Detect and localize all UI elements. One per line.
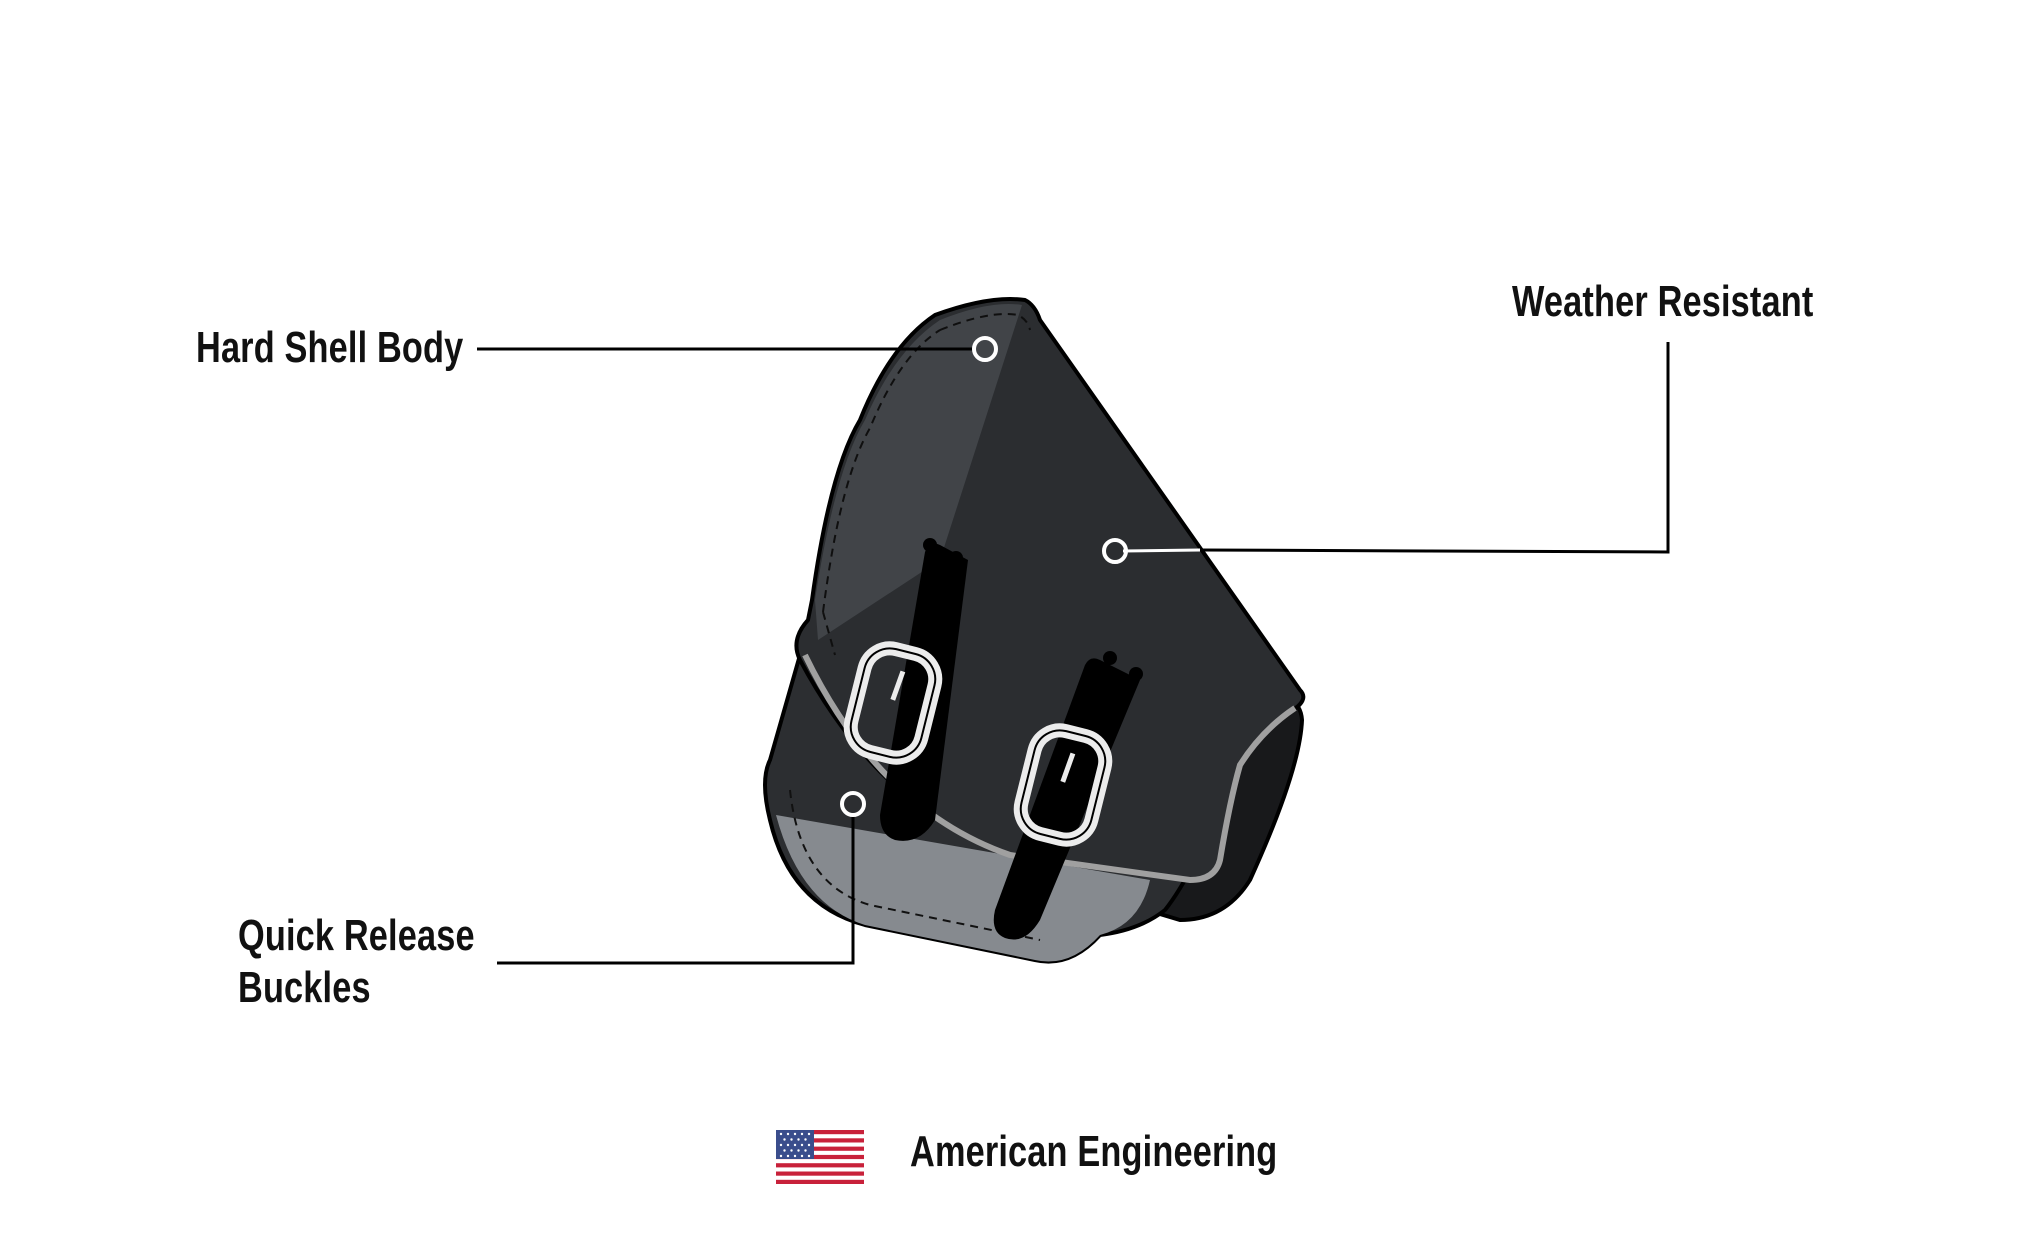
right-buckle bbox=[1013, 723, 1113, 847]
flap-highlight bbox=[815, 304, 1022, 640]
weather-resistant-label: Weather Resistant bbox=[1512, 277, 1814, 326]
quick-release-marker bbox=[840, 791, 866, 817]
quick-release-label-line1: Quick Release bbox=[238, 911, 475, 960]
quick-release-label: Quick Release Buckles bbox=[238, 910, 475, 1014]
quick-release-label-line2: Buckles bbox=[238, 963, 371, 1012]
left-buckle bbox=[843, 641, 943, 765]
flap-trim bbox=[802, 653, 1297, 884]
quick-release-leader-line bbox=[497, 815, 855, 965]
right-strap bbox=[993, 651, 1143, 940]
callout-hard-shell bbox=[477, 336, 998, 362]
us-flag-icon bbox=[776, 1130, 864, 1184]
bag-bottom-strip bbox=[776, 815, 1150, 962]
hard-shell-label: Hard Shell Body bbox=[196, 323, 464, 372]
flap-stitching bbox=[822, 313, 1031, 656]
callout-weather bbox=[1102, 342, 1670, 564]
saddle-bag-illustration bbox=[763, 297, 1306, 964]
left-strap bbox=[880, 538, 968, 841]
american-engineering-label: American Engineering bbox=[910, 1127, 1278, 1176]
hard-shell-marker bbox=[972, 336, 998, 362]
callout-quick-release bbox=[497, 791, 866, 965]
weather-leader-line bbox=[1199, 342, 1670, 554]
weather-marker bbox=[1102, 538, 1128, 564]
